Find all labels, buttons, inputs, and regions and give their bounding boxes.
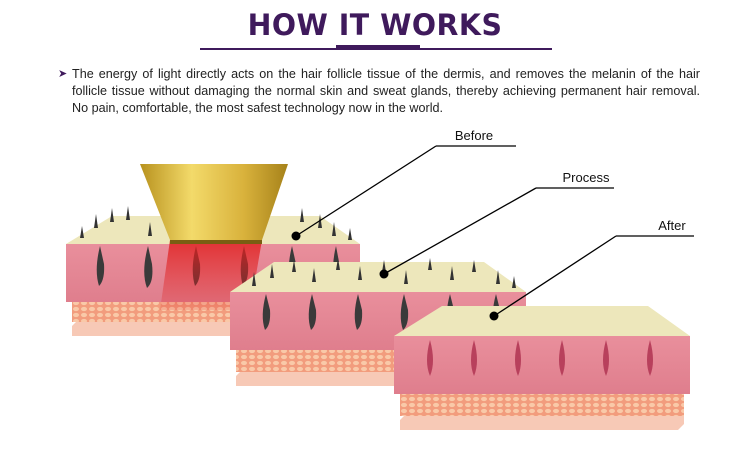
label-after: After [658, 218, 686, 233]
arrow-bullet-icon: ➤ [58, 68, 68, 80]
label-before: Before [455, 128, 493, 143]
hair-shafts [80, 206, 352, 240]
epidermis-layer [394, 306, 690, 336]
callout-after: After [489, 218, 694, 321]
label-process: Process [563, 170, 610, 185]
epidermis-layer [230, 262, 526, 292]
dermis-layer [394, 336, 690, 394]
laser-handpiece [140, 164, 288, 240]
title-container: HOW IT WORKS [0, 8, 750, 42]
hair-shafts [252, 258, 516, 288]
empty-follicles [427, 340, 653, 376]
title-underline-accent [336, 45, 420, 50]
callout-before: Before [291, 128, 516, 241]
page-title: HOW IT WORKS [247, 8, 503, 42]
handpiece-tip [170, 240, 262, 244]
subcutis-base [400, 414, 684, 430]
fat-layer [400, 392, 684, 416]
skin-block-after [394, 306, 690, 430]
callout-process: Process [379, 170, 614, 279]
description-text: The energy of light directly acts on the… [72, 67, 700, 115]
